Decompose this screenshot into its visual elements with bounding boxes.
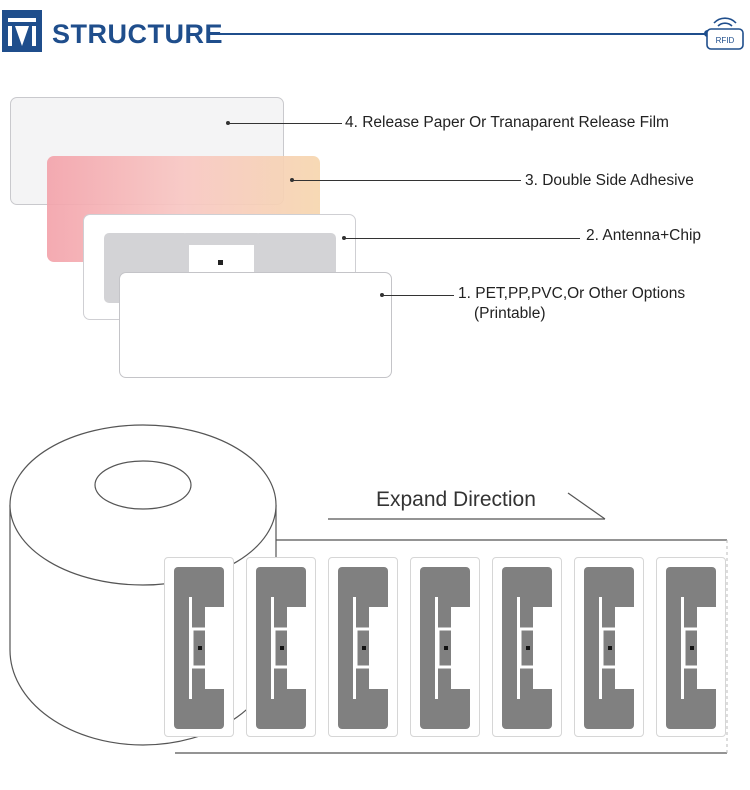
header: STRUCTURE RFID bbox=[0, 0, 750, 60]
tag-antenna-icon bbox=[338, 567, 388, 729]
leader-line-3 bbox=[292, 180, 521, 181]
tag-antenna-icon bbox=[502, 567, 552, 729]
tag-antenna-icon bbox=[666, 567, 716, 729]
substrate-layer bbox=[119, 272, 392, 378]
tag-antenna-icon bbox=[256, 567, 306, 729]
page-title: STRUCTURE bbox=[52, 19, 223, 49]
layer-label-1-line2: (Printable) bbox=[474, 305, 546, 322]
layer-label-1-line1: 1. PET,PP,PVC,Or Other Options bbox=[458, 285, 686, 302]
layer-label-3: 3. Double Side Adhesive bbox=[525, 172, 694, 189]
tag-antenna-icon bbox=[420, 567, 470, 729]
rfid-tag bbox=[410, 557, 480, 737]
leader-line-4 bbox=[228, 123, 342, 124]
rfid-tag bbox=[164, 557, 234, 737]
tag-antenna-icon bbox=[584, 567, 634, 729]
rfid-badge-text: RFID bbox=[716, 36, 735, 45]
rfid-tag bbox=[574, 557, 644, 737]
layer-label-4: 4. Release Paper Or Tranaparent Release … bbox=[345, 114, 669, 131]
rfid-tag bbox=[328, 557, 398, 737]
leader-line-2 bbox=[344, 238, 580, 239]
tag-antenna-icon bbox=[174, 567, 224, 729]
antenna-bridge bbox=[184, 233, 259, 245]
rfid-tag bbox=[656, 557, 726, 737]
rfid-tag bbox=[492, 557, 562, 737]
rfid-badge-icon: RFID bbox=[706, 17, 744, 50]
layer-label-2: 2. Antenna+Chip bbox=[586, 227, 702, 244]
leader-line-1 bbox=[382, 295, 454, 296]
expand-direction-label: Expand Direction bbox=[376, 488, 536, 511]
chip-icon bbox=[218, 260, 223, 265]
brand-logo-icon bbox=[2, 10, 42, 52]
rfid-tag bbox=[246, 557, 316, 737]
header-divider bbox=[220, 33, 710, 35]
